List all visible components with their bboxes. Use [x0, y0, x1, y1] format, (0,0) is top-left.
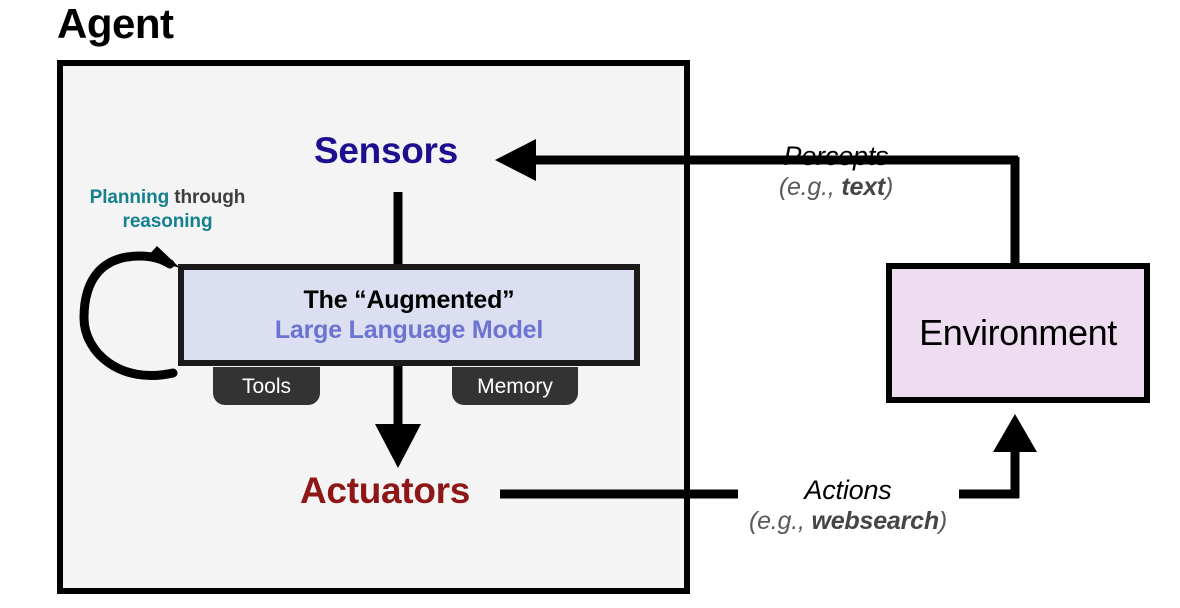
tools-tab[interactable]: Tools: [213, 367, 320, 405]
memory-tab-label: Memory: [477, 374, 553, 398]
llm-subtitle-line: Large Language Model: [274, 316, 544, 344]
agent-title: Agent: [57, 0, 174, 47]
memory-tab[interactable]: Memory: [452, 367, 578, 405]
percepts-label: Percepts (e.g., text): [752, 140, 920, 202]
actuators-label: Actuators: [300, 470, 470, 511]
reasoning-word: reasoning: [122, 211, 213, 233]
augmented-llm-box: The “Augmented” Large Language Model: [178, 264, 640, 366]
percepts-title: Percepts: [783, 141, 889, 171]
through-word: through: [174, 187, 246, 208]
tools-tab-label: Tools: [241, 374, 292, 398]
percepts-example: (e.g., text): [752, 172, 920, 202]
actions-title: Actions: [804, 475, 892, 505]
actions-example-value: websearch: [811, 507, 939, 536]
actions-example-prefix: (e.g.,: [748, 507, 812, 536]
sensors-label: Sensors: [314, 130, 458, 171]
llm-title-line: The “Augmented”: [303, 286, 515, 314]
percepts-example-suffix: ): [885, 173, 894, 202]
environment-box: Environment: [886, 263, 1150, 403]
planning-through-reasoning-label: Planning through reasoning: [60, 186, 275, 235]
actions-label: Actions (e.g., websearch): [740, 474, 956, 536]
percepts-example-prefix: (e.g.,: [778, 173, 842, 202]
actions-example: (e.g., websearch): [740, 506, 956, 536]
actions-example-suffix: ): [938, 507, 948, 536]
environment-label: Environment: [919, 312, 1117, 353]
planning-word: Planning: [89, 187, 170, 208]
percepts-example-value: text: [841, 173, 886, 202]
